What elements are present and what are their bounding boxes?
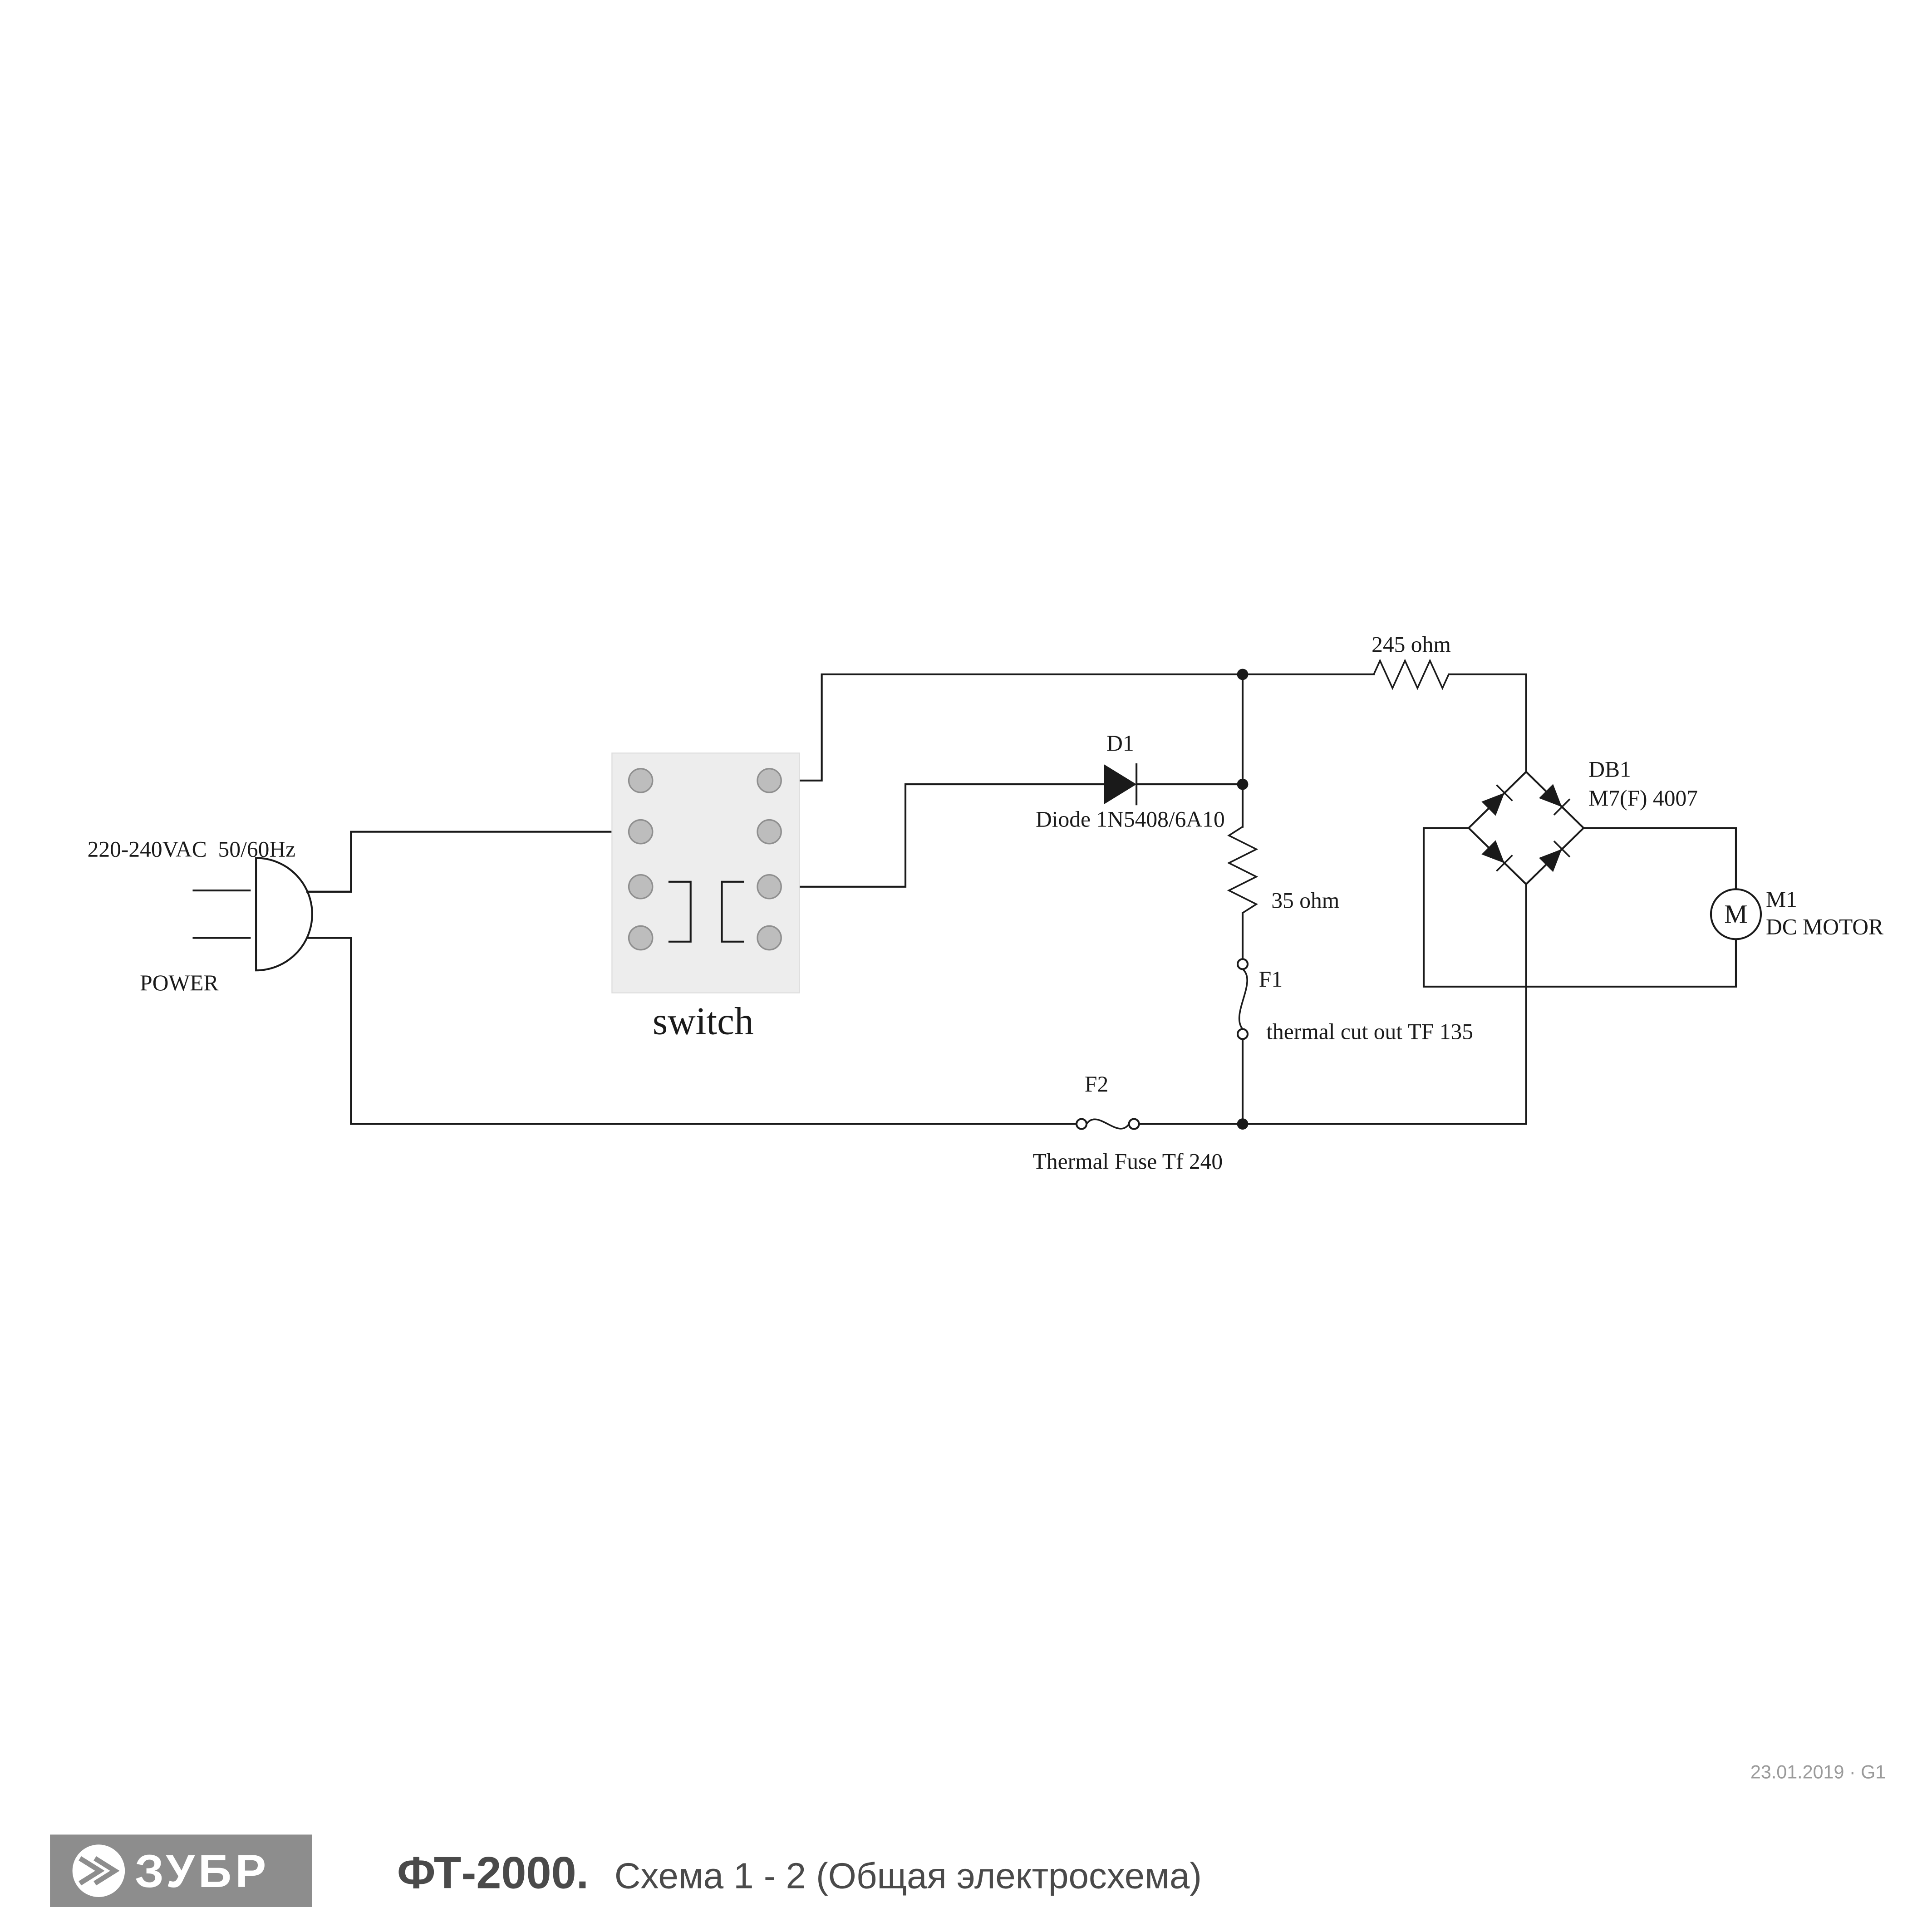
bridge-diode-bar — [1496, 784, 1513, 801]
logo-chevron — [93, 1856, 120, 1886]
power-rating-label: 220-240VAC 50/60Hz — [88, 837, 295, 862]
f1-terminal — [1236, 958, 1249, 970]
wire-bottom-rail-right — [1138, 883, 1527, 1125]
wire-bridge-minus-to-motor — [1422, 827, 1737, 988]
power-switch: switch — [611, 752, 800, 1042]
resistor-35-label: 35 ohm — [1271, 888, 1339, 913]
motor-ref: M1 — [1766, 887, 1797, 912]
logo-chevron — [79, 1856, 105, 1886]
bridge-diode-triangle — [1539, 849, 1562, 872]
f2-ref: F2 — [1085, 1072, 1108, 1096]
switch-pin — [757, 768, 782, 793]
bridge-ref: DB1 — [1588, 757, 1631, 782]
resistor-35ohm: 35 ohm — [1227, 826, 1339, 914]
resistor-245ohm: 245 ohm — [1372, 632, 1451, 690]
wire-to-diode — [768, 783, 1105, 888]
diode-ref: D1 — [1106, 731, 1134, 756]
brand-logo-icon — [72, 1844, 125, 1897]
switch-pin — [628, 819, 654, 845]
bridge-diode-bar — [1496, 855, 1513, 872]
bridge-diode — [1481, 840, 1513, 872]
thermal-fuse-f2: F2 Thermal Fuse Tf 240 — [1033, 1072, 1223, 1174]
diode-d1: D1 Diode 1N5408/6A10 — [1036, 731, 1225, 832]
f1-element — [1238, 968, 1248, 1030]
junction-dots — [1237, 669, 1249, 1130]
f2-terminal — [1128, 1118, 1140, 1130]
resistor-245-label: 245 ohm — [1372, 632, 1451, 657]
bridge-diode-triangle — [1481, 792, 1504, 816]
diode-label: Diode 1N5408/6A10 — [1036, 807, 1225, 832]
switch-contact-left — [668, 880, 692, 943]
revision-stamp: 23.01.2019 · G1 — [1750, 1762, 1886, 1783]
footer: ЗУБР ФТ-2000. Схема 1 - 2 (Общая электро… — [50, 1834, 1202, 1907]
diode-triangle — [1104, 764, 1137, 805]
bridge-diode — [1481, 784, 1513, 816]
switch-pin — [628, 874, 654, 900]
f2-terminal — [1075, 1118, 1088, 1130]
bridge-diode-bar — [1553, 798, 1571, 816]
motor-body — [1710, 888, 1762, 940]
bridge-diode-bar — [1553, 841, 1571, 858]
motor-label: DC MOTOR — [1766, 914, 1883, 939]
bridge-diode-triangle — [1539, 784, 1562, 807]
bridge-diode-triangle — [1481, 840, 1504, 863]
bridge-diode — [1539, 784, 1571, 816]
bridge-rectifier-db1: DB1 M7(F) 4007 — [1467, 757, 1698, 886]
switch-pin — [628, 768, 654, 793]
f1-label: thermal cut out TF 135 — [1266, 1019, 1473, 1044]
plug-body — [255, 857, 314, 972]
switch-pin — [757, 925, 782, 951]
footer-subtitle: Схема 1 - 2 (Общая электросхема) — [615, 1856, 1202, 1896]
bridge-label: M7(F) 4007 — [1588, 786, 1698, 811]
wire-top-rail — [768, 673, 1375, 782]
power-plug: 220-240VAC 50/60Hz POWER — [88, 837, 352, 995]
thermal-cutout-f1: F1 thermal cut out TF 135 — [1236, 958, 1473, 1044]
motor-symbol: M — [1724, 900, 1747, 929]
wire-live — [302, 831, 642, 893]
power-label: POWER — [140, 970, 218, 995]
junction-dot — [1237, 1118, 1249, 1130]
junction-dot — [1237, 669, 1249, 680]
switch-contact-right — [721, 880, 744, 943]
wire-to-bridge-top — [1447, 673, 1527, 773]
f1-ref: F1 — [1259, 967, 1283, 992]
brand-name: ЗУБР — [135, 1845, 270, 1897]
f1-terminal — [1236, 1028, 1249, 1040]
resistor-zigzag — [1373, 659, 1450, 690]
footer-model: ФТ-2000. — [397, 1848, 589, 1898]
wiring — [302, 673, 1737, 1125]
bridge-diamond — [1467, 770, 1585, 886]
f2-element — [1086, 1118, 1130, 1130]
f2-label: Thermal Fuse Tf 240 — [1033, 1149, 1223, 1174]
switch-label: switch — [653, 1000, 754, 1042]
bridge-diode — [1539, 841, 1571, 872]
switch-pin — [628, 925, 654, 951]
wire-bridge-plus-to-motor — [1583, 827, 1737, 890]
switch-pin — [757, 819, 782, 845]
switch-pin — [757, 874, 782, 900]
junction-dot — [1237, 778, 1249, 790]
resistor-zigzag — [1227, 826, 1259, 914]
dc-motor-m1: M M1 DC MOTOR — [1710, 887, 1883, 940]
